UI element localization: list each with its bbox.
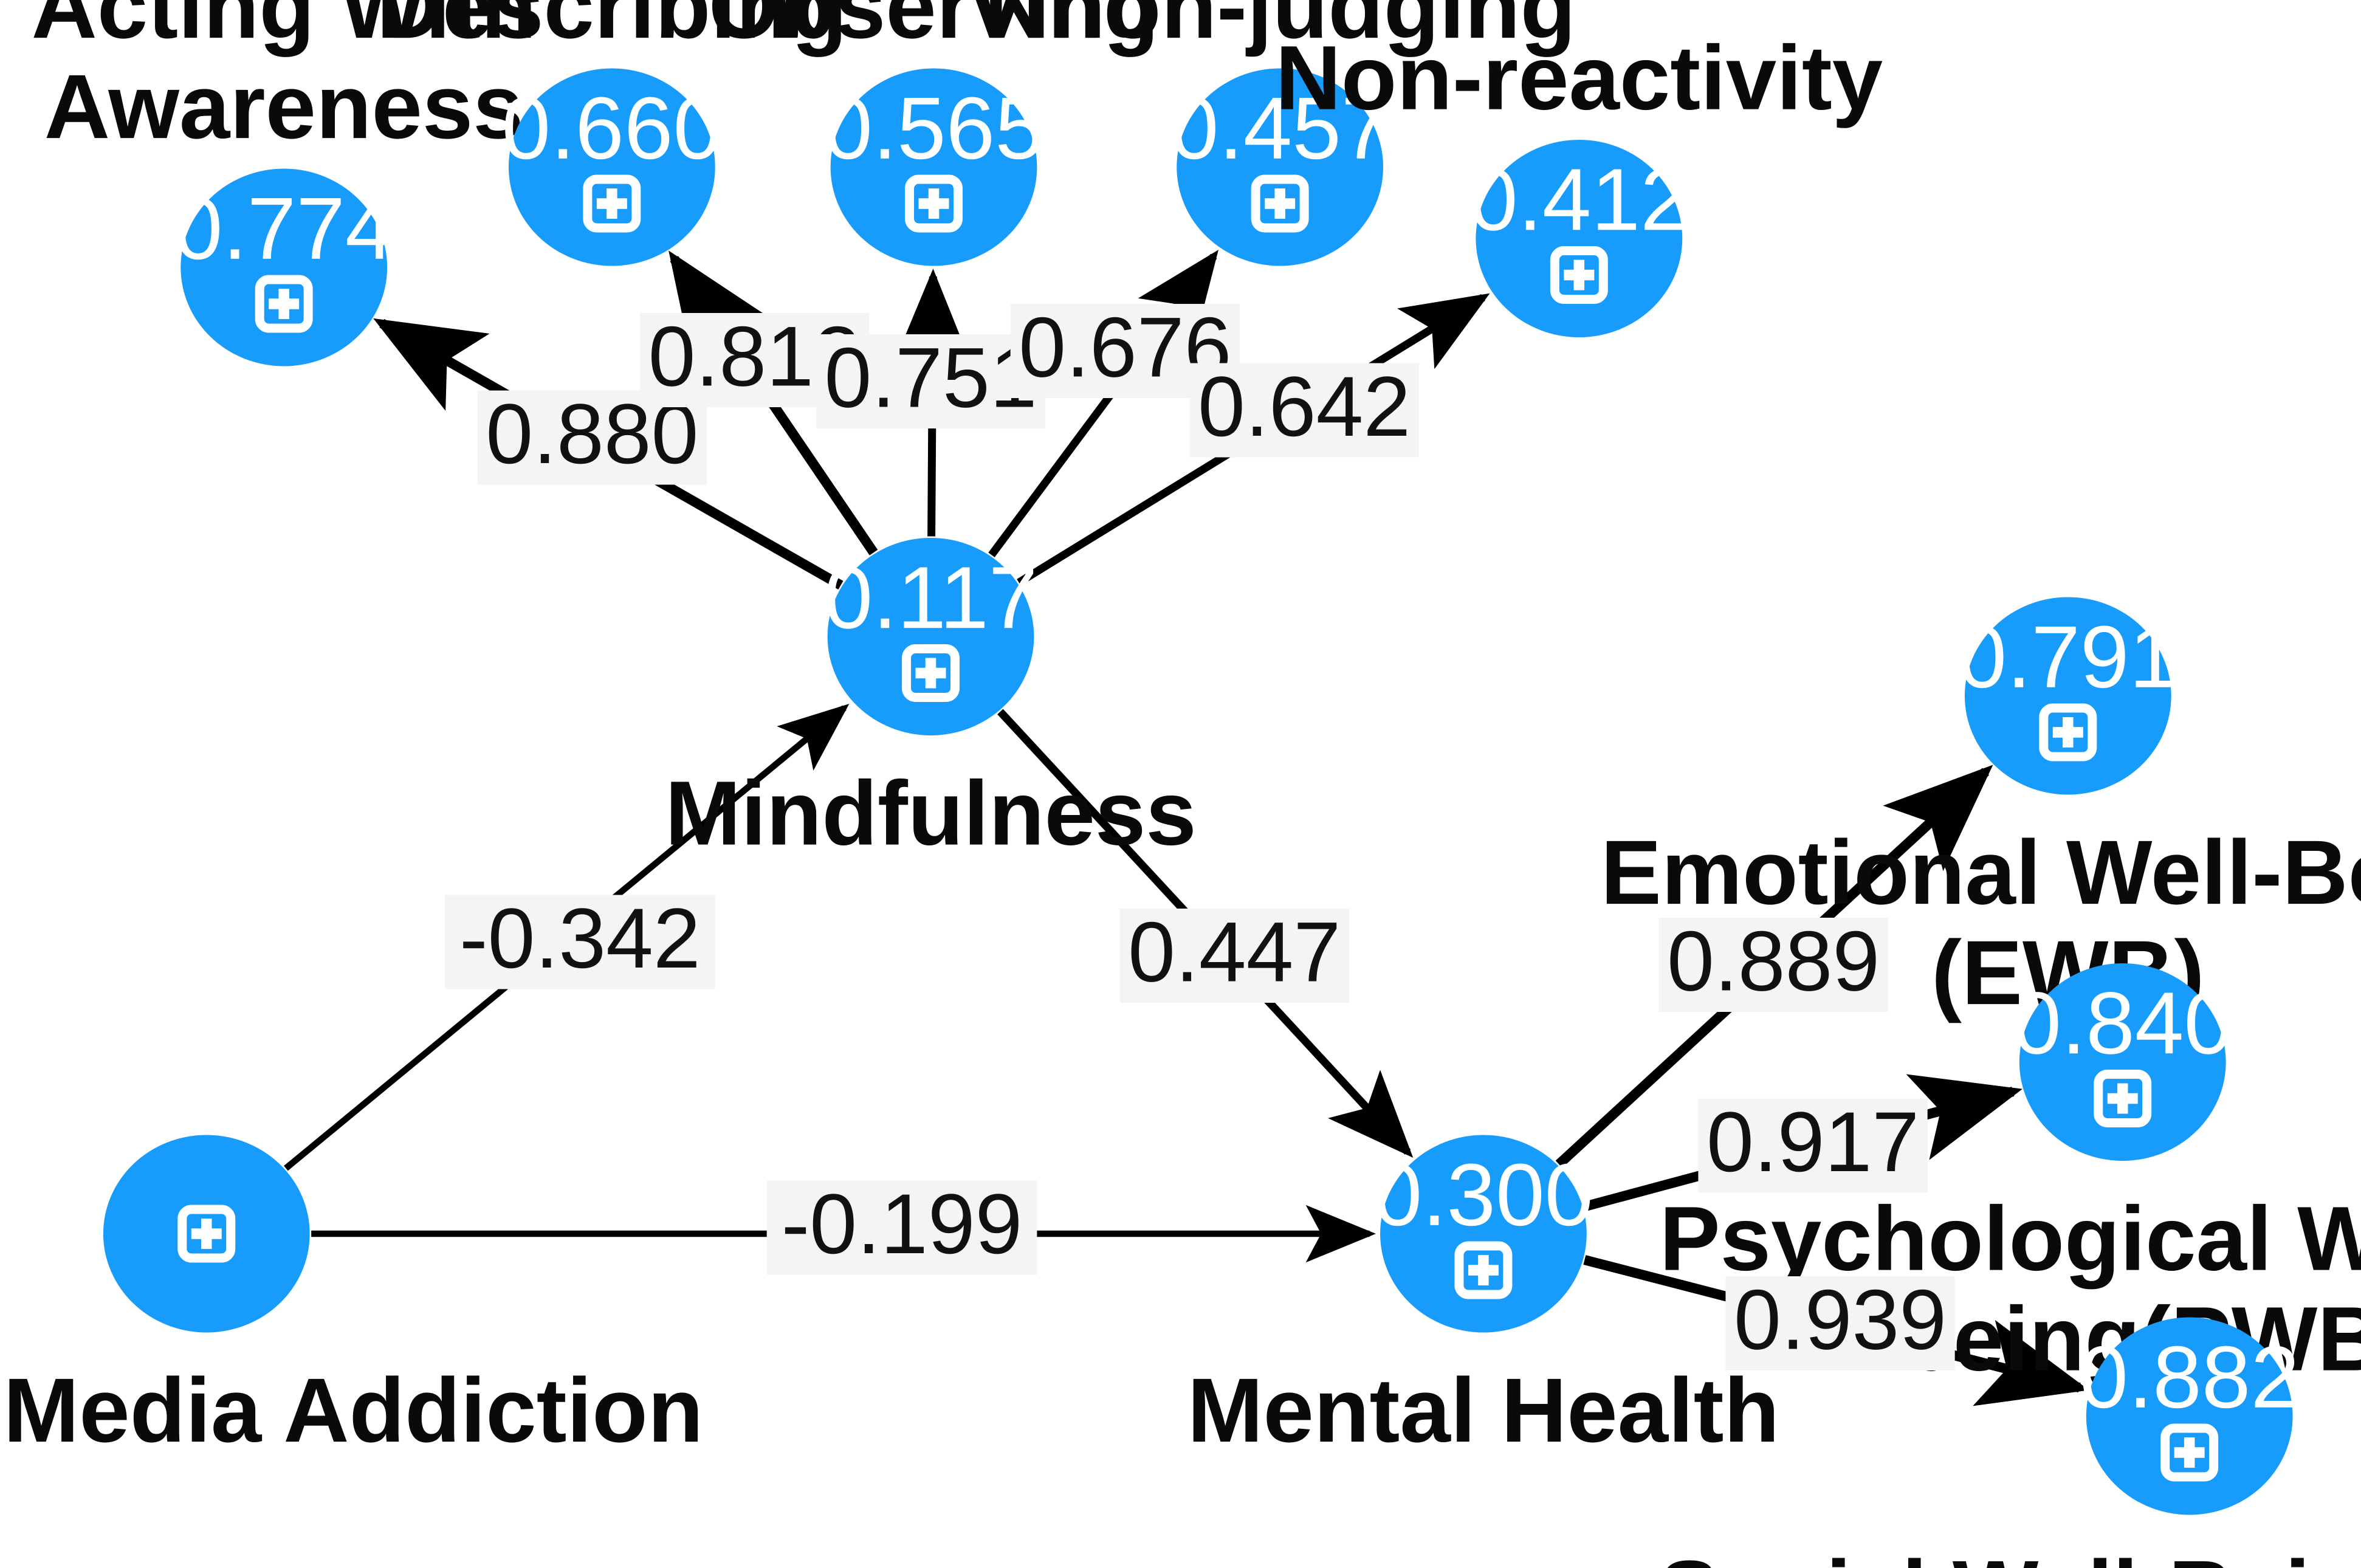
- node-value-acting_with_awareness: 0.774: [174, 179, 394, 278]
- edge-label-mindfulness-to-non_judging: 0.676: [1010, 299, 1240, 398]
- edge-coefficient: -0.342: [459, 890, 701, 986]
- edge-label-mental_health-to-social_well_being: 0.939: [1725, 1271, 1955, 1370]
- edge-coefficient: 0.889: [1667, 913, 1880, 1008]
- edge-coefficient: 0.751: [824, 329, 1037, 425]
- node-label-line: Social Well-Being (SWB): [1659, 1541, 2361, 1568]
- node-shape-non_reactivity[interactable]: [1476, 140, 1683, 337]
- node-value-non_reactivity: 0.412: [1469, 150, 1689, 249]
- node-shape-acting_with_awareness[interactable]: [180, 168, 388, 366]
- node-shape-social_well_being[interactable]: [2086, 1317, 2293, 1515]
- node-shape-describing[interactable]: [508, 68, 715, 266]
- node-label-line: Emotional Well-Being: [1601, 821, 2361, 923]
- expand-plus-icon[interactable]: [177, 1205, 236, 1263]
- node-shape-psychological_well_being[interactable]: [2019, 963, 2226, 1161]
- expand-plus-icon[interactable]: [1251, 174, 1309, 233]
- edge-coefficient: 0.917: [1706, 1094, 1919, 1189]
- edge-coefficient: 0.642: [1198, 359, 1411, 454]
- expand-plus-icon[interactable]: [2094, 1070, 2152, 1127]
- node-label-social_media_addiction: Social Media Addiction: [0, 1359, 703, 1461]
- node-value-observing: 0.565: [823, 79, 1044, 177]
- node-label-non_judging: Nnon-judging: [984, 0, 1576, 57]
- edge-label-mindfulness-to-mental_health: 0.447: [1119, 904, 1349, 1003]
- node-label-mental_health: Mental Health: [1187, 1359, 1779, 1461]
- node-value-non_judging: 0.457: [1170, 79, 1390, 177]
- node-social_media_addiction[interactable]: Social Media Addiction: [0, 1135, 703, 1462]
- edge-coefficient: -0.199: [782, 1176, 1023, 1271]
- node-label-line: Mindfulness: [665, 762, 1196, 864]
- node-value-emotional_well_being: 0.791: [1958, 608, 2179, 706]
- node-observing[interactable]: 0.565 Observing: [709, 0, 1159, 266]
- node-label-non_reactivity: Non-reactivity: [1276, 27, 1883, 129]
- expand-plus-icon[interactable]: [1550, 246, 1608, 304]
- edge-label-social_media_addiction-to-mindfulness: -0.342: [445, 890, 715, 989]
- node-label-line: Awareness: [44, 55, 524, 157]
- node-label-line: Nnon-judging: [984, 0, 1576, 57]
- expand-plus-icon[interactable]: [905, 174, 963, 233]
- edge-coefficient: 0.447: [1128, 904, 1341, 999]
- edge-coefficient: 0.939: [1734, 1271, 1947, 1367]
- node-value-social_well_being: 0.882: [2079, 1328, 2300, 1426]
- node-shape-mindfulness[interactable]: [827, 538, 1034, 735]
- expand-plus-icon[interactable]: [255, 275, 313, 333]
- node-non_reactivity[interactable]: 0.412 Non-reactivity: [1276, 27, 1883, 337]
- node-shape-observing[interactable]: [830, 68, 1037, 266]
- node-value-psychological_well_being: 0.840: [2012, 974, 2233, 1072]
- edge-label-mindfulness-to-observing: 0.751: [816, 329, 1046, 428]
- edge-label-layer: 0.8800.8120.7510.6760.642-0.342-0.1990.4…: [445, 299, 1955, 1370]
- node-label-describing: Describing: [377, 0, 848, 57]
- node-label-line: Observing: [709, 0, 1159, 57]
- node-label-line: Describing: [377, 0, 848, 57]
- node-label-line: Mental Health: [1187, 1359, 1779, 1461]
- node-describing[interactable]: 0.660 Describing: [377, 0, 848, 266]
- node-label-mindfulness: Mindfulness: [665, 762, 1196, 864]
- node-shape-mental_health[interactable]: [1380, 1135, 1587, 1333]
- edge-label-mindfulness-to-non_reactivity: 0.642: [1189, 359, 1419, 458]
- node-label-line: Acting With: [32, 0, 537, 57]
- node-label-line: Social Media Addiction: [0, 1359, 703, 1461]
- edge-label-social_media_addiction-to-mental_health: -0.199: [766, 1176, 1037, 1275]
- node-label-line: Non-reactivity: [1276, 27, 1883, 129]
- node-social_well_being[interactable]: 0.882Social Well-Being (SWB): [1659, 1317, 2361, 1568]
- node-non_judging[interactable]: 0.457 Nnon-judging: [984, 0, 1576, 266]
- edge-label-mental_health-to-emotional_well_being: 0.889: [1658, 913, 1888, 1012]
- expand-plus-icon[interactable]: [1454, 1241, 1513, 1299]
- node-value-mental_health: 0.300: [1373, 1146, 1594, 1244]
- node-value-mindfulness: 0.117: [824, 548, 1038, 647]
- expand-plus-icon[interactable]: [2160, 1423, 2219, 1482]
- node-label-line: Psychological Wwell-: [1660, 1188, 2361, 1290]
- node-label-social_well_being: Social Well-Being (SWB): [1659, 1541, 2361, 1568]
- expand-plus-icon[interactable]: [583, 174, 641, 233]
- node-label-observing: Observing: [709, 0, 1159, 57]
- expand-plus-icon[interactable]: [2039, 703, 2097, 762]
- node-value-describing: 0.660: [502, 79, 723, 177]
- edge-label-mental_health-to-psychological_well_being: 0.917: [1698, 1094, 1928, 1193]
- expand-plus-icon[interactable]: [902, 644, 960, 702]
- node-shape-non_judging[interactable]: [1177, 68, 1384, 266]
- node-shape-emotional_well_being[interactable]: [1964, 597, 2171, 795]
